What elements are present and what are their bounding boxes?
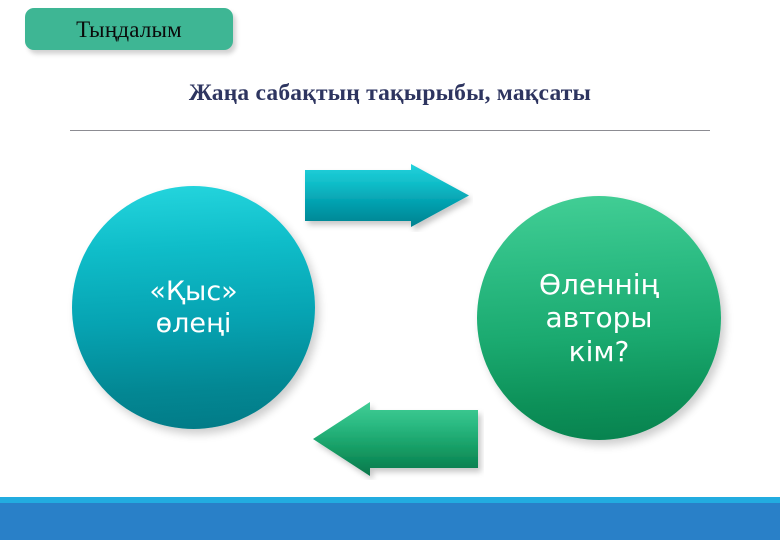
arrow-left-icon (310, 398, 484, 480)
footer-bar (0, 503, 780, 540)
concept-circle-right-label: Өленнің авторы кім? (538, 268, 660, 368)
concept-circle-left: «Қыс» өлеңі (72, 186, 315, 429)
section-badge-label: Тыңдалым (76, 16, 182, 42)
concept-circle-left-label: «Қыс» өлеңі (149, 275, 238, 339)
arrow-right-icon (303, 162, 473, 232)
title-divider (70, 130, 710, 131)
concept-circle-right: Өленнің авторы кім? (477, 196, 721, 440)
section-badge: Тыңдалым (25, 8, 233, 50)
footer-accent-bar (0, 497, 780, 503)
slide-title: Жаңа сабақтың тақырыбы, мақсаты (188, 80, 592, 106)
